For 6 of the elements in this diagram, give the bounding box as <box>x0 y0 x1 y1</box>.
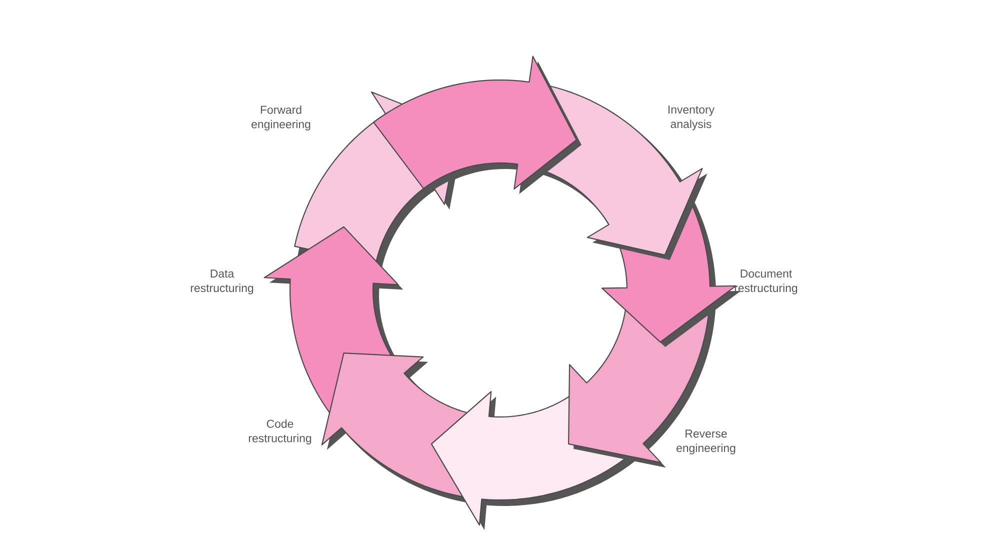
stage-label: Code restructuring <box>248 419 312 445</box>
stage-label: Forward engineering <box>252 105 310 131</box>
stage-label: Inventory analysis <box>668 106 715 130</box>
stage-label: Document restructuring <box>734 270 798 294</box>
stage-label: Data restructuring <box>190 270 254 294</box>
stage-label: Reverse engineering <box>676 430 736 454</box>
